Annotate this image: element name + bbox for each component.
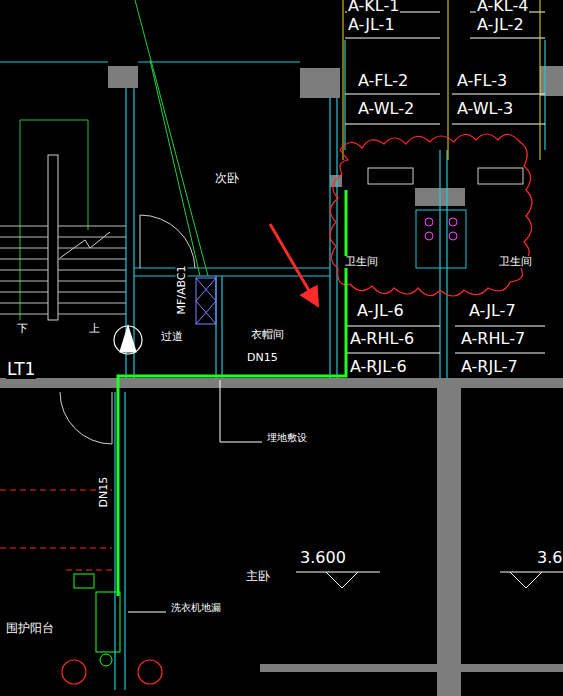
- plan-label: A-RHL-7: [460, 330, 526, 348]
- stair-tread: [58, 237, 126, 238]
- leader-line: [135, 0, 208, 276]
- stair-tread: [58, 259, 126, 260]
- pipe-fitting: [74, 574, 120, 666]
- plan-label: A-JL-1: [347, 16, 396, 34]
- plan-label: A-FL-3: [456, 72, 508, 90]
- stair-tread: [58, 226, 126, 227]
- tag-frame: [345, 12, 545, 353]
- stair: [20, 120, 110, 320]
- plan-label: 上: [88, 323, 101, 335]
- stair-tread: [0, 314, 48, 315]
- stair-tread: [0, 226, 126, 314]
- plan-label: 衣帽间: [250, 329, 285, 341]
- stair-tread: [0, 226, 48, 227]
- plan-label: 洗衣机地漏: [170, 602, 222, 613]
- plan-label: 过道: [160, 331, 184, 343]
- water-pipe: [118, 190, 346, 596]
- plan-label: A-FL-2: [357, 72, 409, 90]
- stair-tread: [0, 270, 48, 271]
- plan-label: A-JL-2: [476, 16, 525, 34]
- plan-label: A-JL-6: [356, 302, 405, 320]
- plan-label: A-WL-2: [357, 100, 415, 118]
- plan-label: 3.60: [536, 549, 563, 567]
- plan-label: DN15: [98, 476, 110, 509]
- stair-tread: [58, 303, 126, 304]
- plan-label: A-JL-7: [468, 302, 517, 320]
- door-swing: [60, 215, 195, 444]
- plan-label: A-KL-1: [347, 0, 400, 15]
- index-symbol: [114, 326, 142, 354]
- plan-label: A-WL-3: [456, 100, 514, 118]
- stair-tread: [58, 292, 126, 293]
- plan-label: A-RJL-7: [460, 358, 519, 376]
- fixture: [368, 168, 523, 268]
- plan-label: 下: [16, 323, 29, 335]
- plan-label: A-KL-4: [476, 0, 529, 15]
- stair-tread: [58, 281, 126, 282]
- elevation-mark: [296, 572, 563, 588]
- stair-tread: [0, 292, 48, 293]
- plan-label: 次卧: [214, 172, 240, 185]
- plan-label: LT1: [6, 360, 36, 379]
- extinguisher: [196, 278, 216, 324]
- stair-tread: [0, 281, 48, 282]
- wall-column: [0, 66, 563, 696]
- pointer-arrow: [270, 224, 318, 306]
- revision-cloud: [0, 134, 532, 684]
- plan-label: 主卧: [245, 570, 271, 583]
- wall-line: [0, 40, 545, 690]
- stair-tread: [58, 248, 126, 249]
- plan-label: 卫生间: [498, 256, 533, 268]
- stair-tread: [0, 303, 48, 304]
- plan-label: 围护阳台: [5, 622, 55, 635]
- plan-label: A-RHL-6: [349, 330, 415, 348]
- stair-tread: [58, 270, 126, 271]
- stair-tread: [58, 314, 126, 315]
- plan-label: 3.600: [299, 549, 347, 567]
- stair-tread: [0, 248, 48, 249]
- plan-label: 卫生间: [344, 256, 379, 268]
- stair-tread: [0, 237, 48, 238]
- note-leader: [128, 380, 262, 612]
- plan-label: A-RJL-6: [349, 358, 408, 376]
- plan-label: MF/ABC1: [176, 264, 188, 315]
- plan-label: 埋地敷设: [266, 432, 308, 443]
- stair-tread: [0, 259, 48, 260]
- plan-label: DN15: [246, 352, 279, 364]
